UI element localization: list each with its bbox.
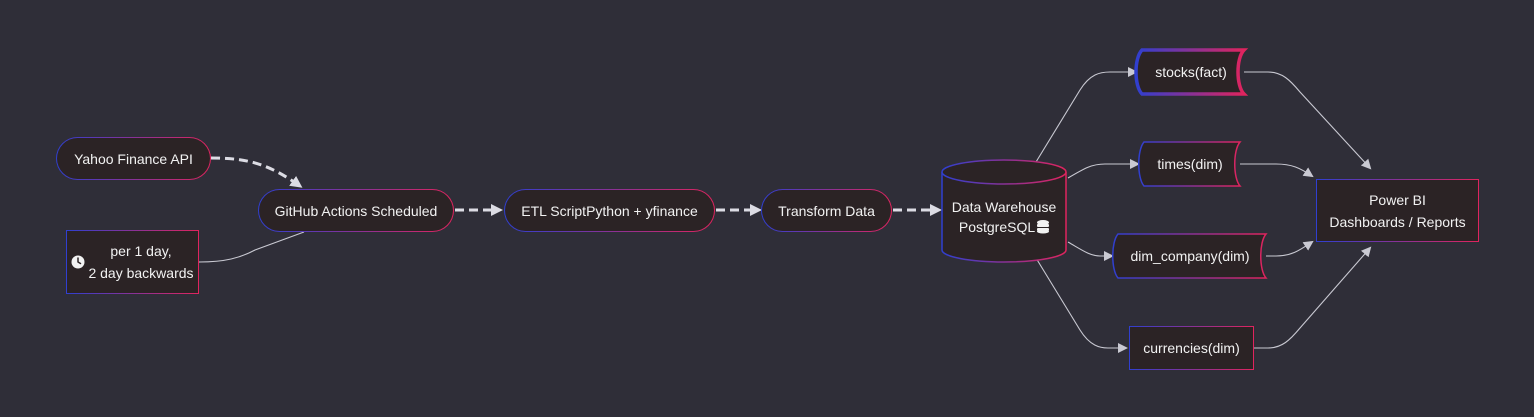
github-actions-label: GitHub Actions Scheduled [274,202,438,219]
etl-script-label: ETL ScriptPython + yfinance [521,202,698,219]
yahoo-finance-api-node: Yahoo Finance API [56,137,211,180]
warehouse-title: Data Warehouse [952,199,1057,215]
edge-warehouse-to-currencies [1035,257,1128,353]
times-dim-node: times(dim) [1138,141,1242,187]
stocks-fact-node: stocks(fact) [1134,48,1249,96]
power-bi-node: Power BI Dashboards / Reports [1316,179,1479,242]
times-label: times(dim) [1157,156,1222,172]
edge-currencies-to-powerbi [1254,246,1372,349]
edge-stocks-to-powerbi [1244,71,1372,170]
data-warehouse-node: Data Warehouse PostgreSQL [941,159,1067,263]
currencies-label: currencies(dim) [1143,340,1240,356]
dim-company-label: dim_company(dim) [1130,248,1249,264]
etl-script-node: ETL ScriptPython + yfinance [504,189,715,232]
yahoo-finance-api-label: Yahoo Finance API [74,150,193,167]
dim-company-node: dim_company(dim) [1112,233,1268,279]
edge-times-to-powerbi [1240,163,1314,178]
database-icon [1037,220,1049,234]
warehouse-subtitle: PostgreSQL [959,219,1035,235]
github-actions-node: GitHub Actions Scheduled [258,189,454,232]
schedule-node: per 1 day, 2 day backwards [66,230,199,294]
stocks-label: stocks(fact) [1155,64,1227,80]
currencies-dim-node: currencies(dim) [1129,326,1254,370]
edge-warehouse-to-dim-company [1067,241,1114,261]
power-bi-label: Power BI Dashboards / Reports [1329,191,1466,230]
schedule-label: per 1 day, 2 day backwards [88,243,194,281]
edge-warehouse-to-stocks [1035,67,1138,163]
clock-icon [71,255,85,269]
edge-yahoo-to-github [210,156,303,188]
edge-warehouse-to-times [1067,159,1140,179]
transform-data-label: Transform Data [778,202,875,219]
edge-dim-company-to-powerbi [1266,240,1314,257]
edge-schedule-to-github [198,231,305,263]
transform-data-node: Transform Data [761,189,892,232]
